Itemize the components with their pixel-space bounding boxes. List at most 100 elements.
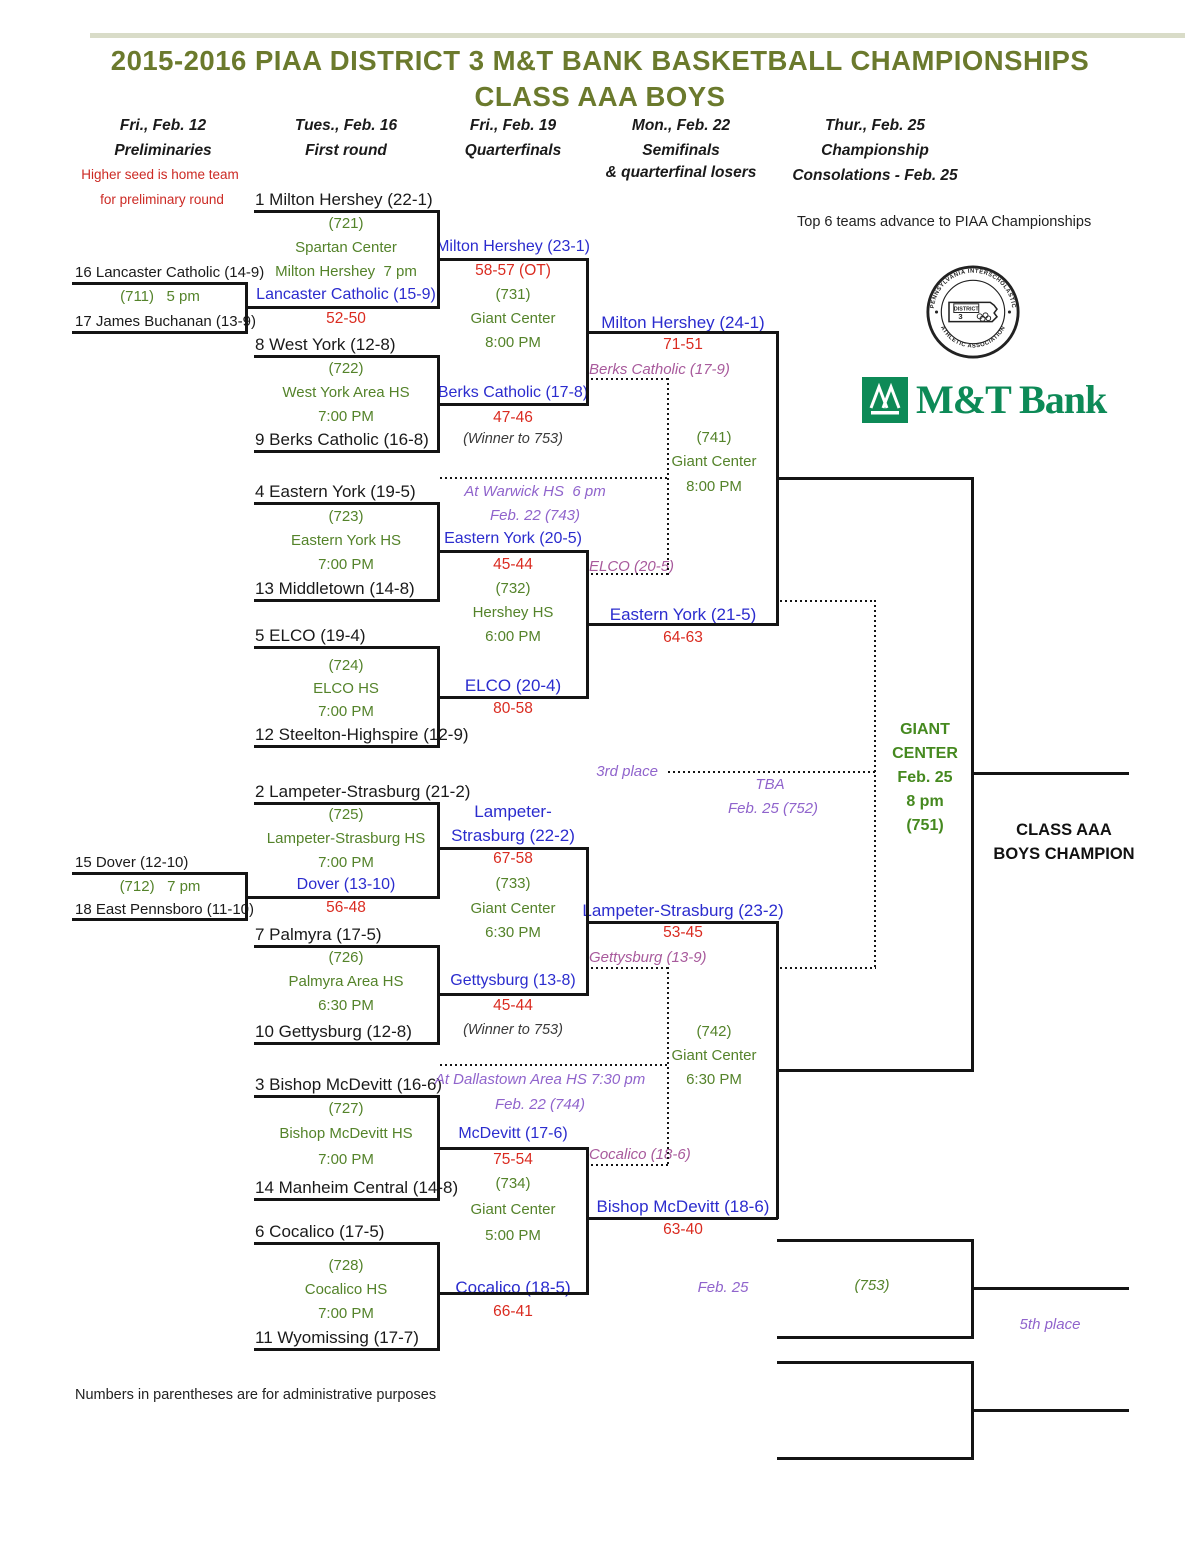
bracket-line (971, 1287, 1129, 1290)
bracket-line (254, 450, 439, 453)
sf-742-loser-bottom: Cocalico (18-6) (589, 1146, 691, 1163)
fifth-place-date: Feb. 25 (697, 1279, 749, 1296)
bracket-line (437, 847, 589, 850)
scan-artifact-band (90, 33, 1185, 38)
bracket-line (72, 918, 248, 921)
game-728-number: (728) (328, 1257, 364, 1274)
bracket-line (254, 1198, 439, 1201)
seed-3: 3 Bishop McDevitt (16-6) (255, 1075, 443, 1094)
game-726-number: (726) (328, 949, 364, 966)
col-preliminaries: Preliminaries (114, 142, 212, 159)
note-top6: Top 6 teams advance to PIAA Championship… (797, 214, 1092, 230)
bracket-line (971, 772, 1129, 775)
bracket-line (437, 802, 440, 899)
mt-bank-mark-icon (862, 377, 908, 423)
seed-2: 2 Lampeter-Strasburg (21-2) (255, 782, 471, 801)
bracket-line (776, 331, 779, 626)
consolation-dotted-line (440, 1064, 669, 1066)
consolation-dotted-line (440, 477, 669, 479)
seed-14: 14 Manheim Central (14-8) (255, 1178, 459, 1197)
bracket-line (586, 623, 778, 626)
bracket-line (437, 993, 589, 996)
sf-742-loser-top: Gettysburg (13-9) (589, 949, 707, 966)
prelim-712-team-bottom: 18 East Pennsboro (11-10) (75, 901, 254, 918)
qf-733-team-top-2: Strasburg (22-2) (451, 826, 575, 845)
consol-743-venue: At Warwick HS 6 pm (464, 483, 606, 500)
bracket-line (586, 1147, 589, 1294)
sf-741-score-top: 71-51 (663, 336, 703, 353)
page-title: 2015-2016 PIAA DISTRICT 3 M&T BANK BASKE… (110, 45, 1090, 76)
qf-731-winner-to: (Winner to 753) (463, 431, 563, 447)
champion-label-2: BOYS CHAMPION (993, 845, 1135, 863)
third-place-tba: TBA (755, 776, 785, 793)
svg-text:3: 3 (958, 312, 962, 321)
champion-label-1: CLASS AAA (1016, 821, 1112, 839)
qf-733-number: (733) (495, 875, 531, 892)
bracket-line (776, 1069, 973, 1072)
footnote: Numbers in parentheses are for administr… (75, 1387, 437, 1403)
bracket-line (437, 696, 589, 699)
note-higher-seed-1: Higher seed is home team (81, 167, 239, 182)
seed-1: 1 Milton Hershey (22-1) (255, 190, 433, 209)
game-722-time: 7:00 PM (318, 408, 374, 425)
third-place-date: Feb. 25 (752) (727, 800, 819, 817)
bracket-line (437, 258, 589, 261)
seed-5: 5 ELCO (19-4) (255, 626, 366, 645)
bracket-line (437, 1242, 440, 1351)
game-728-venue: Cocalico HS (304, 1281, 388, 1298)
bracket-line (971, 1239, 974, 1339)
seed-13: 13 Middletown (14-8) (255, 579, 415, 598)
bracket-line (776, 477, 973, 480)
bracket-line (437, 502, 440, 602)
game-721-host-time: Milton Hershey 7 pm (275, 263, 417, 280)
qf-733-time: 6:30 PM (485, 924, 541, 941)
bracket-line (437, 403, 589, 406)
prelim-711-team-bottom: 17 James Buchanan (13-9) (75, 313, 256, 330)
qf-734-number: (734) (495, 1175, 531, 1192)
sf-741-loser-bottom: ELCO (20-5) (589, 558, 675, 575)
sf-741-team-top: Milton Hershey (24-1) (601, 313, 765, 332)
col-championship: Championship (821, 142, 929, 159)
qf-731-team-top: Milton Hershey (23-1) (436, 238, 590, 255)
qf-732-number: (732) (495, 580, 531, 597)
bracket-line (254, 210, 439, 213)
game-712-score: 56-48 (326, 899, 366, 916)
bracket-line (777, 1336, 973, 1339)
qf-731-score-bottom: 47-46 (493, 409, 533, 426)
game-721-number: (721) (328, 215, 364, 232)
game-727-time: 7:00 PM (318, 1151, 374, 1168)
game-723-number: (723) (328, 508, 364, 525)
consolation-dotted-line (874, 600, 876, 969)
qf-733-venue: Giant Center (470, 900, 556, 917)
game-724-number: (724) (328, 657, 364, 674)
game-725-number: (725) (328, 806, 364, 823)
seed-9: 9 Berks Catholic (16-8) (255, 430, 429, 449)
bracket-line (254, 1242, 439, 1245)
bracket-line (437, 646, 440, 748)
note-higher-seed-2: for preliminary round (100, 192, 224, 207)
consolation-dotted-line (586, 573, 669, 575)
final-date: Feb. 25 (897, 769, 953, 786)
piaa-district3-seal-icon: PENNSYLVANIA INTERSCHOLASTIC ATHLETIC AS… (926, 265, 1020, 359)
bracket-line (586, 258, 589, 406)
sf-742-score-bottom: 63-40 (663, 1221, 703, 1238)
sf-742-number: (742) (696, 1023, 732, 1040)
prelim-711-team-top: 16 Lancaster Catholic (14-9) (75, 264, 265, 281)
final-number: (751) (906, 817, 944, 834)
sf-742-score-top: 53-45 (663, 924, 703, 941)
final-venue-2: CENTER (892, 745, 958, 762)
bracket-line (437, 210, 440, 309)
game-723-time: 7:00 PM (318, 556, 374, 573)
qf-733-winner-to: (Winner to 753) (463, 1022, 563, 1038)
seed-12: 12 Steelton-Highspire (12-9) (255, 725, 469, 744)
qf-733-score-top: 67-58 (493, 850, 533, 867)
prelim-712-info: (712) 7 pm (119, 878, 201, 895)
seed-10: 10 Gettysburg (12-8) (255, 1022, 412, 1041)
consolation-dotted-line (586, 967, 669, 969)
col-semifinals-note: & quarterfinal losers (605, 164, 757, 181)
qf-732-time: 6:00 PM (485, 628, 541, 645)
consolation-dotted-line (586, 378, 669, 380)
game-726-time: 6:30 PM (318, 997, 374, 1014)
mt-bank-wordmark: M&T Bank (916, 377, 1107, 422)
